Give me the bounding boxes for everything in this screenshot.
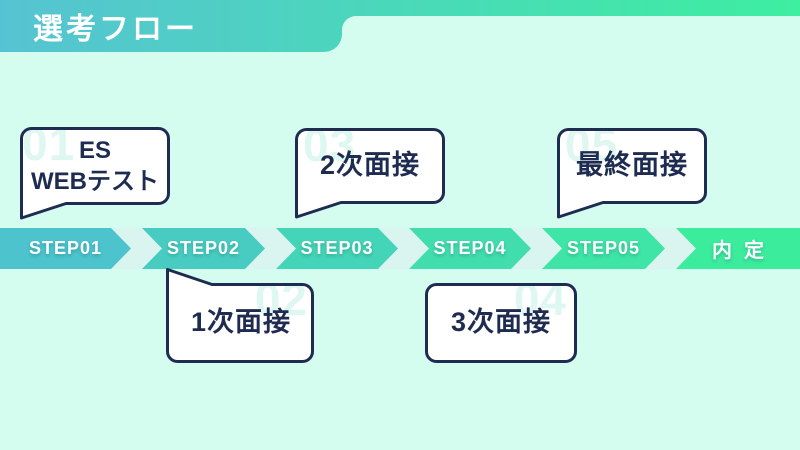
step-segment-02: STEP02 bbox=[142, 228, 265, 269]
bubble-final-interview: 05 最終面接 bbox=[557, 122, 707, 219]
step-segment-03: STEP03 bbox=[276, 228, 398, 269]
bubble-first-interview: 02 1次面接 bbox=[166, 268, 316, 363]
step-segment-label: STEP03 bbox=[300, 238, 374, 258]
bubble-third-interview: 04 3次面接 bbox=[425, 276, 577, 363]
step-segment-label: 内定 bbox=[712, 240, 776, 262]
bubble-es-webtest: 01 ES WEBテスト bbox=[20, 121, 170, 220]
step-segment-offer: 内定 bbox=[676, 228, 800, 269]
header-bar: 選考フロー bbox=[0, 0, 342, 52]
step-segment-05: STEP05 bbox=[542, 228, 665, 269]
bubble-label: ES WEBテスト bbox=[31, 136, 159, 195]
step-segment-label: STEP02 bbox=[166, 238, 241, 258]
bubble-label: 3次面接 bbox=[450, 307, 552, 338]
page-title: 選考フロー bbox=[33, 13, 198, 46]
step-segment-label: STEP05 bbox=[566, 238, 641, 258]
bubble-label: 最終面接 bbox=[576, 150, 688, 181]
step-segment-label: STEP04 bbox=[433, 238, 507, 258]
step-segment-04: STEP04 bbox=[409, 228, 531, 269]
step-segment-01: STEP01 bbox=[0, 228, 131, 269]
step-flow-band: STEP01 STEP02 STEP03 STEP04 STEP05 内定 bbox=[0, 228, 800, 269]
step-segment-label: STEP01 bbox=[28, 238, 103, 258]
bubble-second-interview: 03 2次面接 bbox=[295, 122, 445, 219]
bubble-label: 2次面接 bbox=[319, 150, 421, 181]
header-corner-fillet bbox=[342, 16, 356, 30]
bubble-label: 1次面接 bbox=[190, 307, 292, 338]
